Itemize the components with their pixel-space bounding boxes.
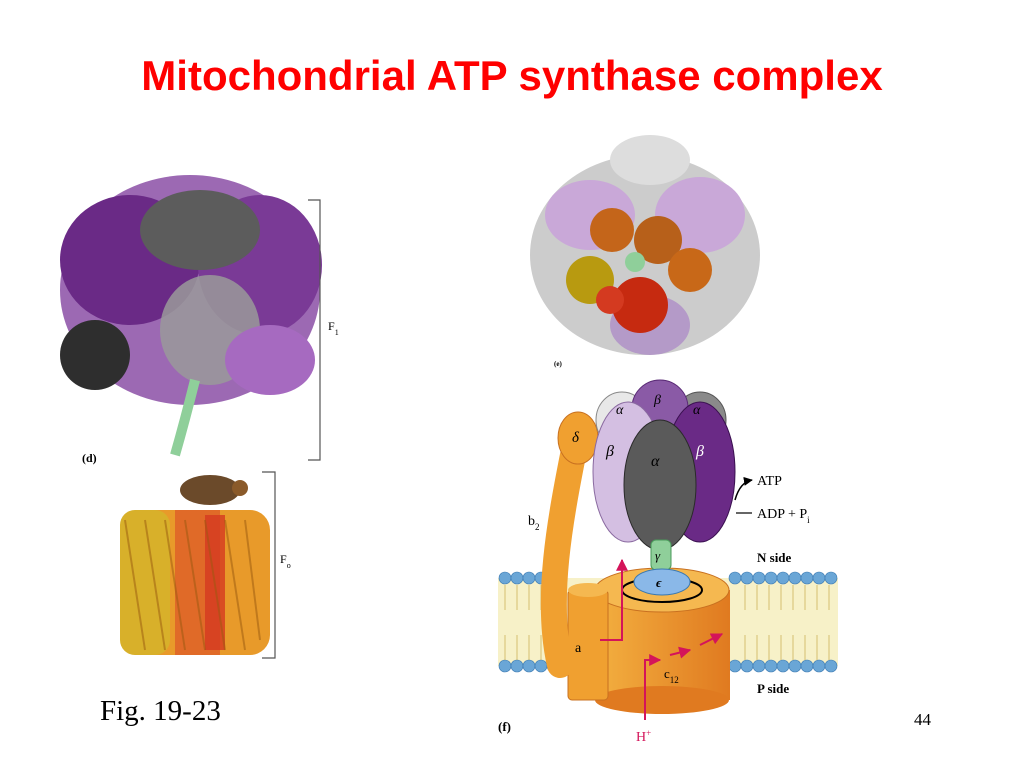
subunit-a <box>567 583 609 701</box>
f1-head <box>592 379 736 551</box>
label-proton: H+ <box>636 728 651 745</box>
panel-f-label: (f) <box>498 719 511 734</box>
label-n-side: N side <box>757 550 792 565</box>
label-alpha-center: α <box>651 453 660 470</box>
label-a: a <box>575 641 582 656</box>
top-view-structure <box>530 135 760 355</box>
label-gamma: γ <box>655 548 661 563</box>
label-c12: c12 <box>664 666 679 685</box>
subunit-b2 <box>540 432 588 678</box>
fo-label: Fo <box>280 552 291 570</box>
proton-path <box>600 558 724 720</box>
label-atp: ATP <box>757 474 782 489</box>
label-b2: b2 <box>528 514 540 532</box>
label-beta-right: β <box>695 443 704 460</box>
panel-d-label: (d) <box>82 451 97 465</box>
label-adp-pi: ADP + Pi <box>757 507 810 525</box>
fo-structure <box>120 475 270 655</box>
label-p-side: P side <box>757 681 789 696</box>
subunit-epsilon <box>633 568 691 596</box>
subunit-gamma <box>650 539 672 571</box>
label-delta: δ <box>572 430 580 446</box>
slide-title: Mitochondrial ATP synthase complex <box>141 52 883 99</box>
f1-label: F1 <box>328 319 339 337</box>
label-alpha-left: α <box>616 403 624 418</box>
page-number: 44 <box>914 710 931 729</box>
f1-bracket <box>308 199 321 461</box>
label-epsilon: ϵ <box>656 575 662 590</box>
label-beta-top: β <box>653 393 661 408</box>
label-beta-left: β <box>605 443 614 460</box>
f1-structure <box>60 175 322 457</box>
panel-e-label: (e) <box>554 360 562 368</box>
atp-arrow <box>734 476 753 501</box>
fo-bracket <box>262 471 276 659</box>
figure-caption: Fig. 19-23 <box>100 695 221 727</box>
label-alpha-right: α <box>693 403 701 418</box>
